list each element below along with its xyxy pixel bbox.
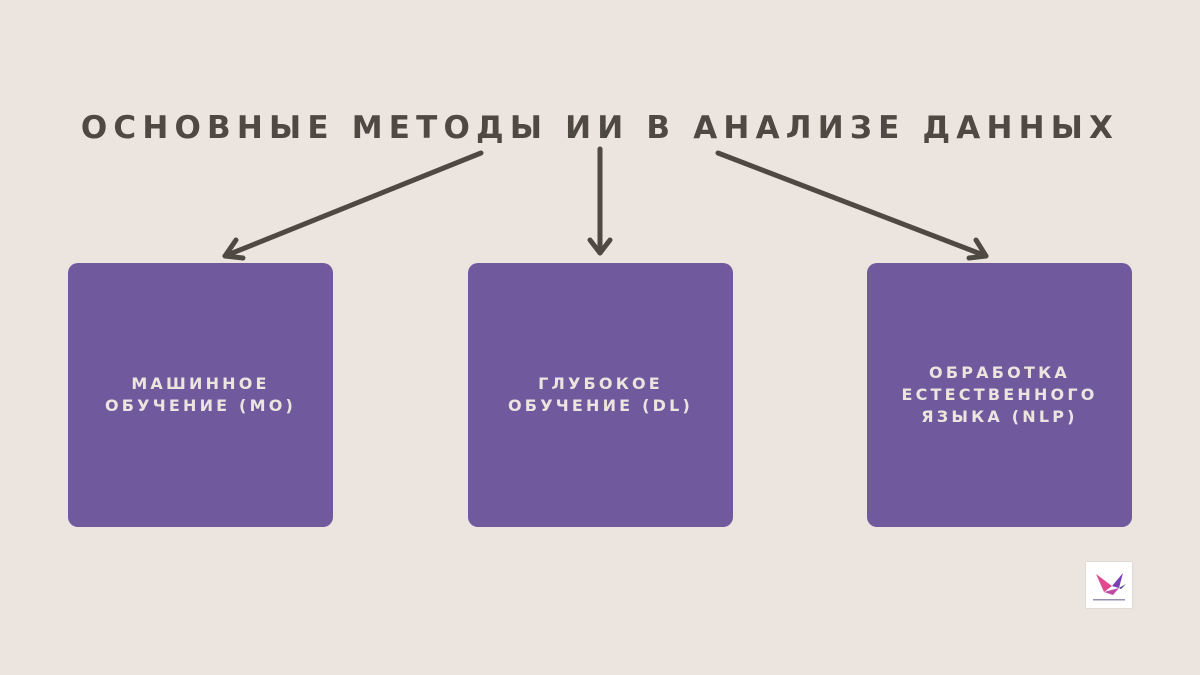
box-label-machine-learning: МАШИННОЕ ОБУЧЕНИЕ (МО) (104, 374, 297, 415)
box-deep-learning: ГЛУБОКОЕ ОБУЧЕНИЕ (DL) (468, 263, 733, 527)
arrow-to-dl (587, 146, 613, 256)
box-natural-language-processing: ОБРАБОТКА ЕСТЕСТВЕННОГО ЯЗЫКА (NLP) (867, 263, 1132, 527)
arrow-to-nlp (715, 150, 989, 261)
box-machine-learning: МАШИННОЕ ОБУЧЕНИЕ (МО) (68, 263, 333, 527)
box-label-nlp: ОБРАБОТКА ЕСТЕСТВЕННОГО ЯЗЫКА (NLP) (901, 363, 1098, 426)
diagram-title: ОСНОВНЫЕ МЕТОДЫ ИИ В АНАЛИЗЕ ДАННЫХ (80, 110, 1120, 146)
hummingbird-logo-icon (1086, 562, 1132, 608)
arrow-to-ml (222, 150, 484, 261)
box-label-deep-learning: ГЛУБОКОЕ ОБУЧЕНИЕ (DL) (508, 374, 693, 415)
